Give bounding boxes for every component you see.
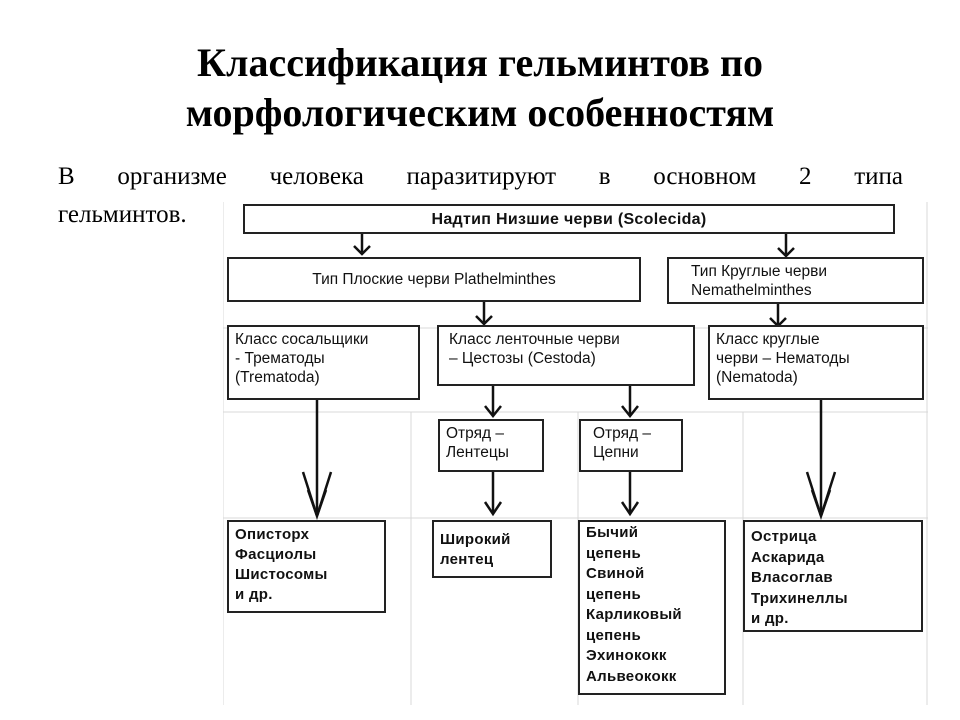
order-broad-box: Отряд – Лентецы [438, 419, 544, 472]
phylum-round-box: Тип Круглые черви Nemathelminthes [667, 257, 924, 304]
classification-diagram: Надтип Низшие черви (Scolecida) Тип Плос… [223, 200, 928, 705]
slide-title-line2: морфологическим особенностям [185, 90, 775, 135]
class-tapeworms-box: Класс ленточные черви – Цестозы (Cestoda… [437, 325, 695, 386]
arrowhead-super-to-flat [353, 245, 371, 256]
class-roundworms-box: Класс круглые черви – Нематоды (Nematoda… [708, 325, 924, 400]
diagram-connectors [223, 202, 928, 705]
species-broad-box: Широкий лентец [432, 520, 552, 578]
slide-title: Классификация гельминтов по морфологичес… [0, 38, 960, 138]
arrowhead-super-to-round [777, 247, 795, 258]
intro-line1: В организме человека паразитируют в осно… [58, 163, 903, 190]
species-flukes-box: Описторх Фасциолы Шистосомы и др. [227, 520, 386, 613]
superphylum-box: Надтип Низшие черви (Scolecida) [243, 204, 895, 234]
species-round-box: Острица Аскарида Власоглав Трихинеллы и … [743, 520, 923, 632]
arrowhead-tapeworms-to-chain [621, 405, 639, 419]
arrowhead-tapeworms-to-broad [484, 405, 502, 419]
class-flukes-box: Класс сосальщики - Трематоды (Trematoda) [227, 325, 420, 400]
order-chain-box: Отряд – Цепни [579, 419, 683, 472]
slide-title-line1: Классификация гельминтов по [197, 40, 763, 85]
arrowhead-chain-to-species [620, 501, 640, 517]
arrowhead-broad-to-species [483, 501, 503, 517]
intro-text: В организме человека паразитируют в осно… [58, 158, 903, 234]
arrowhead-flat-to-tapeworms [475, 315, 493, 326]
phylum-flat-box: Тип Плоские черви Plathelminthes [227, 257, 641, 302]
species-chain-box: Бычий цепень Свиной цепень Карликовый це… [578, 520, 726, 695]
intro-line2: гельминтов. [58, 201, 187, 228]
